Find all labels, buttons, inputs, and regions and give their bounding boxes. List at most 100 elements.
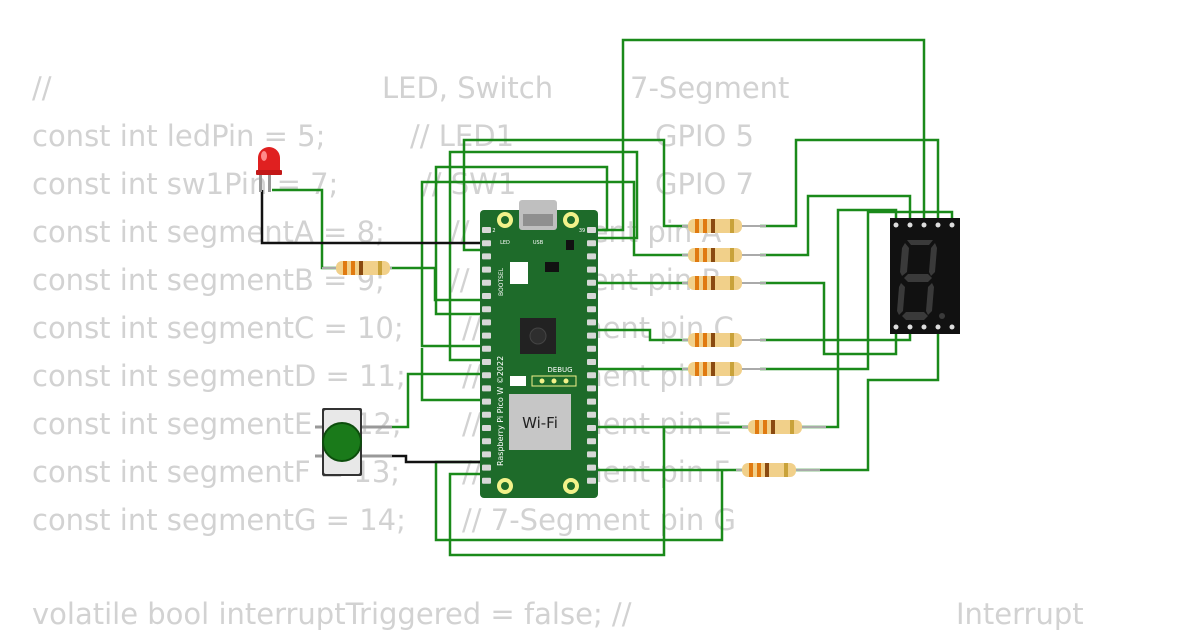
pin-header[interactable] [587,332,596,339]
code-fragment: LED, Switch [382,71,554,105]
pin-header[interactable] [587,345,596,352]
wire[interactable] [760,210,954,371]
wire[interactable] [448,425,748,557]
seven-segment-display[interactable] [890,218,960,334]
pin-header[interactable] [482,319,491,326]
board-name: Raspberry Pi Pico W ©2022 [496,356,505,466]
code-fragment: GPIO 7 [655,167,755,201]
wire[interactable] [434,165,609,316]
pin-header[interactable] [587,411,596,418]
pin-label: 2 [492,228,495,234]
pin-header[interactable] [482,359,491,365]
pin-header[interactable] [482,253,491,260]
pin-header[interactable] [482,227,491,233]
pin-header[interactable] [587,240,596,247]
code-fragment: 7-Segment [630,71,790,105]
resistor[interactable] [682,219,766,233]
pin-header[interactable] [482,306,491,313]
pin-header[interactable] [482,411,491,418]
pin-header[interactable] [482,293,491,299]
wire[interactable] [760,138,940,228]
wire[interactable] [784,208,898,429]
pin-header[interactable] [482,332,491,339]
wire[interactable] [795,330,940,472]
wires [272,38,954,557]
display-pin[interactable] [949,222,955,228]
wire[interactable] [760,281,898,356]
resistor-array [682,219,826,477]
pin-header[interactable] [587,306,596,313]
pin-header[interactable] [587,279,596,286]
resistor[interactable] [736,463,820,477]
pin-header[interactable] [587,266,596,273]
pin-header[interactable] [482,438,491,445]
wire[interactable] [595,38,926,232]
pin-header[interactable] [587,438,596,445]
pin-header[interactable] [587,372,596,379]
code-line: const int segmentF = 13; [32,455,401,489]
code-line: const int segmentC = 10; [32,311,404,345]
resistor[interactable] [682,248,766,262]
code-line: const int sw1Pin = 7; [32,167,339,201]
pin-header[interactable] [587,227,596,233]
code-fragment: // LED1 [410,119,515,153]
pin-header[interactable] [482,398,491,405]
display-pin[interactable] [921,222,927,228]
pin-header[interactable] [482,451,491,458]
resistor[interactable] [682,276,766,290]
code-line: const int segmentE = 12; [32,407,402,441]
pin-header[interactable] [482,425,491,431]
red-led[interactable] [256,147,282,192]
pin-header[interactable] [482,477,491,484]
pin-header[interactable] [587,319,596,326]
wire[interactable] [260,190,487,245]
wire[interactable] [420,348,487,402]
push-button[interactable] [315,408,392,476]
black-wires [260,190,487,464]
display-pin[interactable] [949,324,955,330]
wire[interactable] [760,194,912,257]
pin-header[interactable] [482,464,491,471]
display-pin[interactable] [907,222,913,228]
pin-header[interactable] [482,345,491,352]
resistor[interactable] [682,333,766,347]
pin-header[interactable] [587,385,596,392]
pin-header[interactable] [587,253,596,260]
pin-header[interactable] [482,385,491,392]
display-pin[interactable] [935,324,941,330]
pico-board[interactable]: Wi-Fi DEBUG LED USB 2 39 BOOTSEL Raspber… [480,200,598,498]
code-line: volatile bool interruptTriggered = false… [32,597,632,631]
display-pin[interactable] [921,324,927,330]
wire[interactable] [448,150,639,362]
resistor[interactable] [322,261,392,275]
pin-header[interactable] [587,359,596,365]
wire[interactable] [760,330,912,342]
pin-header[interactable] [587,398,596,405]
wire[interactable] [462,138,688,252]
display-pin[interactable] [935,222,941,228]
wire[interactable] [272,188,338,270]
display-pin[interactable] [893,324,899,330]
wire[interactable] [390,266,487,302]
wire[interactable] [390,454,487,464]
pin-header[interactable] [587,451,596,458]
pin-header[interactable] [587,477,596,484]
pin-header[interactable] [482,240,491,247]
resistor[interactable] [682,362,766,376]
display-pin[interactable] [893,222,899,228]
pin-header[interactable] [587,293,596,299]
pin-header[interactable] [587,464,596,471]
pin-header[interactable] [587,425,596,431]
pin-header[interactable] [482,372,491,379]
wire[interactable] [595,328,688,342]
pin-header[interactable] [482,279,491,286]
wire[interactable] [420,180,688,348]
resistor[interactable] [742,420,826,434]
code-line: const int segmentA = 8; [32,215,385,249]
wire[interactable] [390,372,487,429]
display-pin[interactable] [907,324,913,330]
pin-header[interactable] [482,266,491,273]
segments [897,240,945,320]
